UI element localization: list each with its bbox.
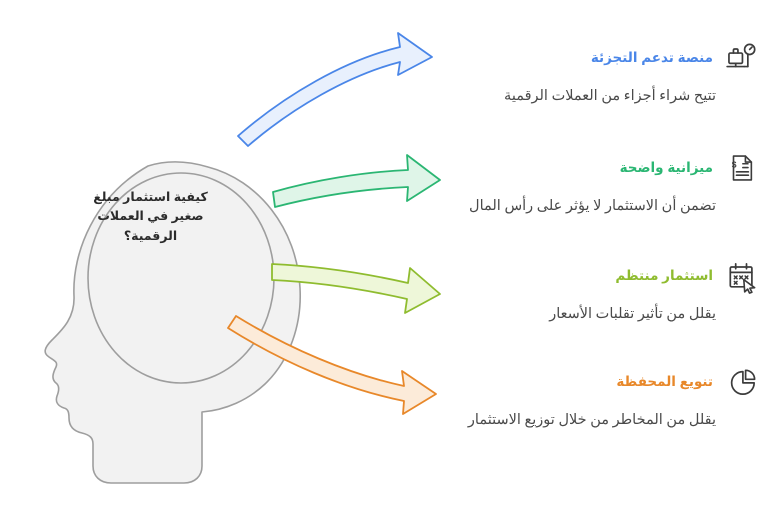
- branch-item-3: تنويع المحفظة يقلل من المخاطر من خلال تو…: [440, 360, 762, 432]
- branch-header-3: تنويع المحفظة: [440, 360, 762, 404]
- head-silhouette-shape: [44, 161, 301, 484]
- scale-briefcase-icon: [722, 38, 762, 78]
- branch-title-0: منصة تدعم التجزئة: [590, 50, 713, 65]
- pie-chart-icon: [722, 362, 762, 402]
- arrow-branch-1: [272, 154, 441, 208]
- branch-description-3: يقلل من المخاطر من خلال توزيع الاستثمار: [467, 412, 716, 428]
- branch-header-2: استثمار منتظم: [440, 254, 762, 298]
- branch-description-1: تضمن أن الاستثمار لا يؤثر على رأس المال: [469, 198, 716, 214]
- branch-item-1: $ ميزانية واضحة تضمن أن الاستثمار لا يؤث…: [440, 146, 762, 218]
- branch-description-0: تتيح شراء أجزاء من العملات الرقمية: [504, 88, 716, 104]
- center-question-text: كيفية استثمار مبلغ صغير في العملات الرقم…: [93, 190, 208, 243]
- branch-header-1: $ ميزانية واضحة: [440, 146, 762, 190]
- svg-text:$: $: [732, 160, 737, 170]
- branch-header-0: منصة تدعم التجزئة: [440, 36, 762, 80]
- branch-title-3: تنويع المحفظة: [616, 374, 713, 389]
- invoice-document-icon: $: [722, 148, 762, 188]
- arrow-branch-3: [227, 315, 437, 415]
- arrow-branch-0: [237, 32, 433, 147]
- branch-description-2: يقلل من تأثير تقلبات الأسعار: [549, 306, 716, 322]
- branch-item-0: منصة تدعم التجزئة تتيح شراء أجزاء من الع…: [440, 36, 762, 108]
- arrow-branch-2: [271, 263, 441, 314]
- calendar-cursor-icon: [722, 256, 762, 296]
- branch-title-2: استثمار منتظم: [615, 268, 713, 283]
- branch-title-1: ميزانية واضحة: [619, 160, 713, 175]
- branch-item-2: استثمار منتظم يقلل من تأثير تقلبات الأسع…: [440, 254, 762, 326]
